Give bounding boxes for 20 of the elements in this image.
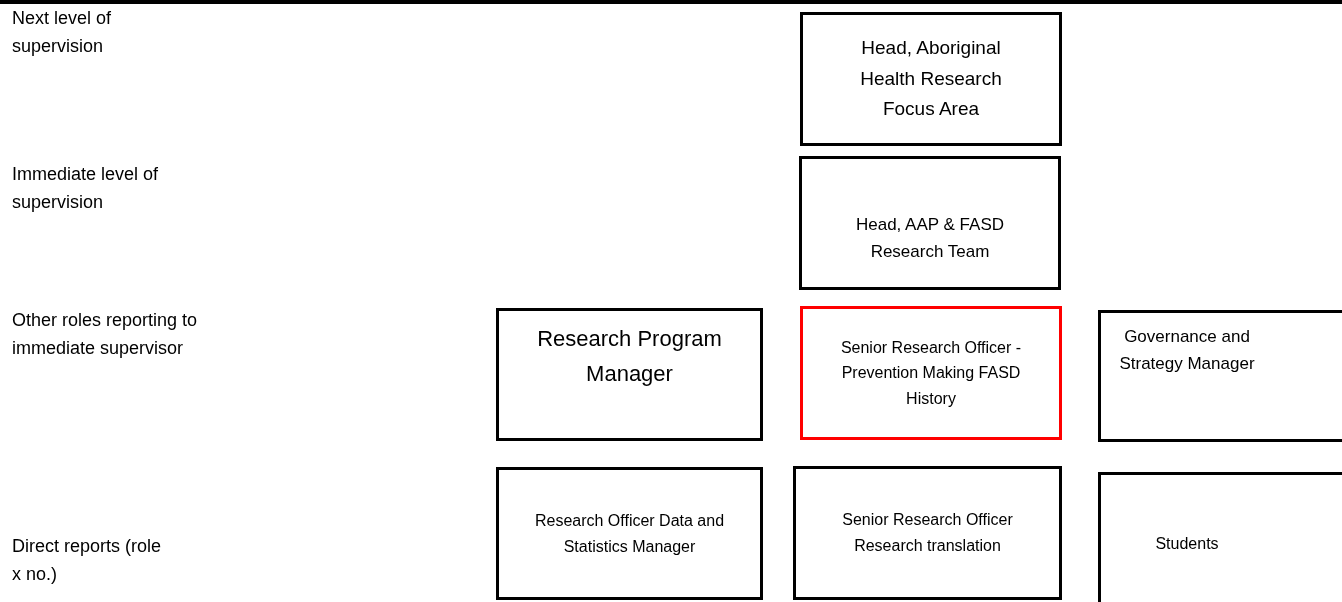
level-label: Direct reports (role x no.)	[12, 535, 163, 586]
level-label: Immediate level of supervision	[12, 163, 160, 214]
level-label: Next level of supervision	[12, 7, 113, 58]
role-title: Senior Research Officer - Prevention Making FASD History	[839, 337, 1023, 409]
role-box	[496, 467, 763, 600]
role-box	[799, 156, 1061, 290]
role-title: Students	[1155, 533, 1219, 554]
level-label: Other roles reporting to immediate supervisor	[12, 309, 199, 360]
role-box	[496, 308, 763, 441]
role-box	[800, 12, 1062, 146]
role-title: Head, AAP & FASD Research Team	[854, 213, 1005, 263]
role-title: Head, Aboriginal Health Research Focus Area	[859, 36, 1003, 122]
role-box	[793, 466, 1062, 600]
role-box	[1098, 310, 1342, 442]
role-title: Research Officer Data and Statistics Manager	[533, 510, 726, 557]
role-box	[1098, 472, 1342, 602]
role-title: Research Program Manager	[536, 325, 723, 389]
role-title: Senior Research Officer Research translation	[841, 510, 1014, 556]
highlighted-role-box	[800, 306, 1062, 440]
role-title: Governance and Strategy Manager	[1118, 326, 1256, 376]
